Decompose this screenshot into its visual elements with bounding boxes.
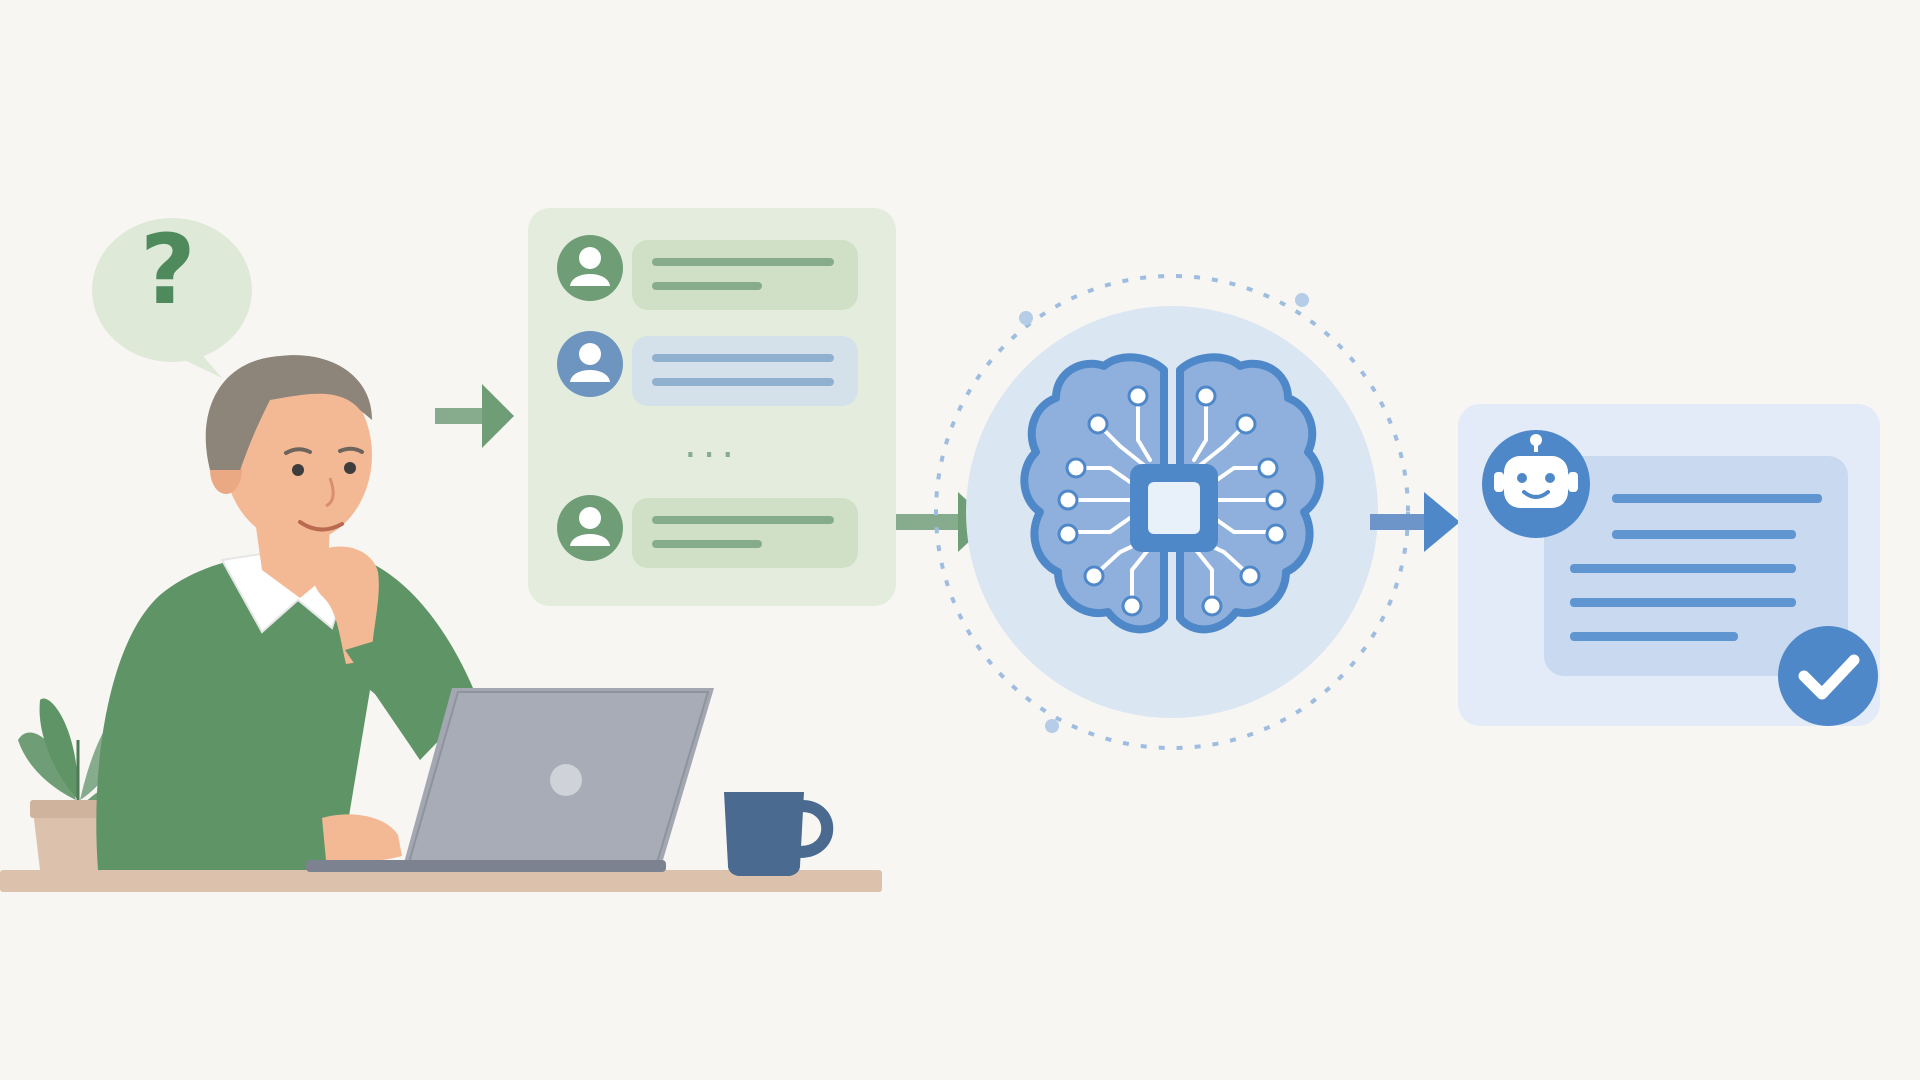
ai-response-panel <box>1458 404 1880 726</box>
question-mark-icon: ? <box>140 214 196 326</box>
chat-message <box>557 331 858 406</box>
mug-icon <box>724 792 834 876</box>
thinking-person <box>96 355 478 870</box>
thought-bubble <box>92 218 252 378</box>
checkmark-icon <box>1778 626 1878 726</box>
robot-icon <box>1482 430 1590 538</box>
more-messages-ellipsis: ... <box>684 421 741 467</box>
desk <box>0 870 882 892</box>
laptop-icon <box>306 688 714 872</box>
chat-message <box>557 495 858 568</box>
chat-message <box>557 235 858 310</box>
arrow-right-icon <box>1370 492 1460 552</box>
arrow-right-icon <box>435 384 514 448</box>
ai-brain <box>934 274 1410 750</box>
brain-chip-icon <box>1020 353 1324 634</box>
conversation-panel <box>528 208 896 606</box>
